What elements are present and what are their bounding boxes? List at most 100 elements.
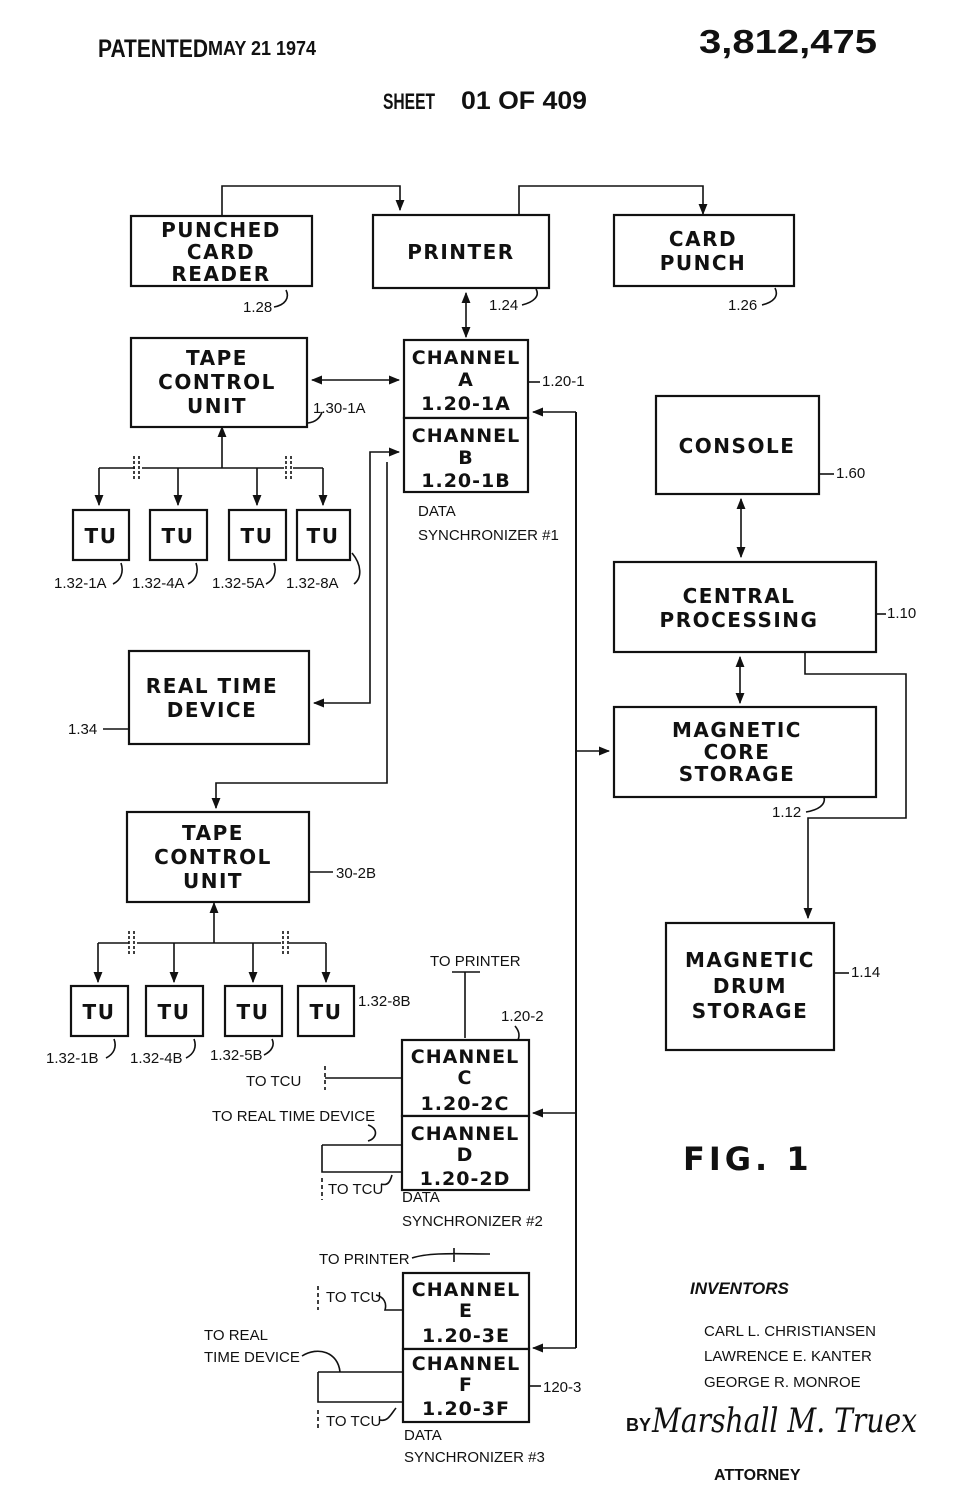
channel-b-box xyxy=(402,416,530,494)
tu-a-3-label: TU xyxy=(241,524,274,548)
channel-c-line-3: 1.20-2C xyxy=(421,1093,510,1115)
tu-b-1-box xyxy=(69,984,130,1038)
channel-b-line-3: 1.20-1B xyxy=(421,470,510,492)
tu-b-1-label: TU xyxy=(83,1000,116,1024)
channel-e-box xyxy=(401,1271,531,1351)
core-line-3: STORAGE xyxy=(679,762,796,786)
tu-a-4-label: TU xyxy=(307,524,340,548)
tcu-a-line-3: UNIT xyxy=(187,394,247,418)
ds3-to-tcu-2: TO TCU xyxy=(326,1413,381,1430)
tu-b-2-label: TU xyxy=(158,1000,191,1024)
inventor-2: LAWRENCE E. KANTER xyxy=(704,1348,872,1365)
patent-number: 3,812,475 xyxy=(699,23,877,60)
ref-tu-b-2: 1.32-4B xyxy=(130,1050,183,1067)
tu-b-3-box xyxy=(223,984,284,1038)
ds3-data-label: DATA xyxy=(404,1427,442,1444)
channel-e-line-2: E xyxy=(459,1300,473,1322)
ref-core: 1.12 xyxy=(772,804,801,821)
channel-f-line-3: 1.20-3F xyxy=(422,1398,510,1420)
tu-b-2-box xyxy=(144,984,205,1038)
real-time-line-1: REAL TIME xyxy=(146,674,278,698)
channel-b-line-1: CHANNEL xyxy=(412,425,520,447)
inventors-heading: INVENTORS xyxy=(690,1279,790,1298)
channel-d-line-3: 1.20-2D xyxy=(420,1168,511,1190)
tcu-a-line-2: CONTROL xyxy=(158,370,276,394)
ref-tu-b-4: 1.32-8B xyxy=(358,993,411,1010)
tcu-b-line-1: TAPE xyxy=(182,821,244,845)
punched-card-reader-box xyxy=(129,214,314,288)
channel-e-line-1: CHANNEL xyxy=(412,1279,520,1301)
ds2-to-tcu-2: TO TCU xyxy=(328,1181,383,1198)
channel-a-line-3: 1.20-1A xyxy=(421,393,511,415)
figure-label: FIG. 1 xyxy=(683,1140,813,1178)
ref-card-reader: 1.28 xyxy=(243,299,272,316)
sheet-label: SHEET xyxy=(383,89,435,114)
ref-cpu: 1.10 xyxy=(887,605,916,622)
card-punch-line-1: CARD xyxy=(669,227,737,251)
tcu-a-line-1: TAPE xyxy=(186,346,248,370)
tu-b-4-box xyxy=(296,984,356,1038)
ref-ds1: 1.20-1 xyxy=(542,373,585,390)
tu-a-1-label: TU xyxy=(85,524,118,548)
ds1-data-label: DATA xyxy=(418,503,456,520)
card-reader-line-3: READER xyxy=(171,262,270,286)
central-processing-box xyxy=(612,560,878,654)
ref-ds3: 120-3 xyxy=(543,1379,581,1396)
core-line-2: CORE xyxy=(704,740,771,764)
tu-a-2-box xyxy=(148,508,209,562)
by-label: BY xyxy=(626,1415,651,1435)
tcu-b-line-2: CONTROL xyxy=(154,845,272,869)
ref-console: 1.60 xyxy=(836,465,865,482)
core-line-1: MAGNETIC xyxy=(672,718,802,742)
tape-control-unit-b-box xyxy=(125,810,311,904)
ds2-to-real-time-device: TO REAL TIME DEVICE xyxy=(212,1108,375,1125)
card-punch-line-2: PUNCH xyxy=(660,251,747,275)
printer-box xyxy=(371,213,551,290)
channel-e-line-3: 1.20-3E xyxy=(422,1325,510,1347)
real-time-line-2: DEVICE xyxy=(167,698,258,722)
ds2-synchronizer-label: SYNCHRONIZER #2 xyxy=(402,1213,543,1230)
tu-a-1-box xyxy=(71,508,131,562)
tu-b-4-label: TU xyxy=(310,1000,343,1024)
real-time-device-box xyxy=(127,649,311,746)
channel-d-line-1: CHANNEL xyxy=(411,1123,519,1145)
sheet-number: 01 OF 409 xyxy=(461,87,587,115)
ref-tu-b-3: 1.32-5B xyxy=(210,1047,263,1064)
ds1-synchronizer-label: SYNCHRONIZER #1 xyxy=(418,527,559,544)
channel-a-line-2: A xyxy=(458,369,474,391)
printer-label: PRINTER xyxy=(407,240,514,264)
ds2-to-printer: TO PRINTER xyxy=(430,953,521,970)
attorney-label: ATTORNEY xyxy=(714,1467,801,1484)
channel-d-box xyxy=(400,1114,531,1192)
ref-tcu-a: 1.30-1A xyxy=(313,400,366,417)
channel-a-line-1: CHANNEL xyxy=(412,347,520,369)
attorney-signature: Marshall M. Truex xyxy=(651,1401,917,1441)
channel-b-line-2: B xyxy=(458,447,473,469)
ref-tu-a-4: 1.32-8A xyxy=(286,575,339,592)
card-punch-box xyxy=(612,213,796,288)
channel-a-box xyxy=(402,338,530,420)
tu-a-3-box xyxy=(227,508,288,562)
channel-f-line-1: CHANNEL xyxy=(412,1353,520,1375)
ref-printer: 1.24 xyxy=(489,297,518,314)
ds3-to-tcu-1: TO TCU xyxy=(326,1289,381,1306)
ref-tu-a-2: 1.32-4A xyxy=(132,575,185,592)
patent-date: MAY 21 1974 xyxy=(208,38,317,60)
ref-tu-a-3: 1.32-5A xyxy=(212,575,265,592)
console-label: CONSOLE xyxy=(679,434,796,458)
channel-f-box xyxy=(401,1347,531,1424)
ds2-to-tcu-1: TO TCU xyxy=(246,1073,301,1090)
ref-tu-b-1: 1.32-1B xyxy=(46,1050,99,1067)
inventor-1: CARL L. CHRISTIANSEN xyxy=(704,1323,876,1340)
drum-line-2: DRUM xyxy=(713,974,787,998)
patented-label: PATENTED xyxy=(98,35,208,63)
ref-drum: 1.14 xyxy=(851,964,880,981)
channel-f-line-2: F xyxy=(459,1374,473,1396)
magnetic-drum-storage-box xyxy=(664,921,836,1052)
console-box xyxy=(654,394,821,496)
inventor-3: GEORGE R. MONROE xyxy=(704,1374,861,1391)
ds3-to-real: TO REAL xyxy=(204,1327,268,1344)
magnetic-core-storage-box xyxy=(612,705,878,799)
cpu-line-1: CENTRAL xyxy=(683,584,796,608)
